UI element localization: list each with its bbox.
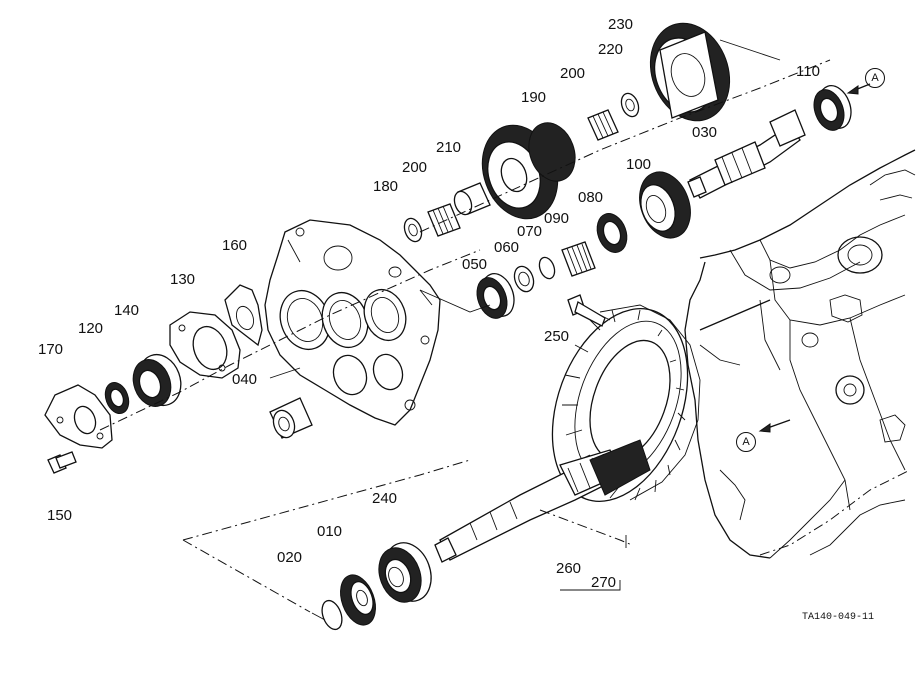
leader-case-link [699,299,771,331]
collar-180 [403,217,423,243]
flange-130 [169,311,241,379]
label-060: 060 [494,239,520,256]
needle-bearing-200-lower [427,203,461,237]
axis-line-left [99,249,481,431]
gasket-160 [224,284,263,347]
bearing-240 [378,542,432,603]
label-110: 110 [796,63,820,80]
label-190: 190 [521,89,547,106]
label-250: 250 [544,328,570,345]
label-030: 030 [692,124,718,141]
leader-050 [419,289,491,313]
label-120: 120 [78,320,104,337]
leader-040 [269,367,301,379]
bolt-150 [47,451,77,474]
needle-bearing-090 [561,241,596,277]
label-090: 090 [544,210,570,227]
cover-plate-170 [44,384,113,449]
label-150: 150 [47,507,73,524]
bearing-110 [813,85,852,131]
assembly-line-bottom-left [182,539,311,613]
collar-060 [513,265,535,293]
assembly-line-bottom [182,459,471,541]
label-100: 100 [626,156,652,173]
sleeve-040 [269,397,313,439]
gear-080 [596,213,628,253]
gear-100 [639,171,691,239]
section-marker-a-top: A [865,68,885,88]
small-gear-010 [340,574,376,626]
snap-ring-070 [538,256,556,280]
label-050: 050 [462,256,488,273]
label-040: 040 [232,371,258,388]
collar-220 [620,92,640,118]
label-010: 010 [317,523,343,540]
shaft-030 [687,109,806,199]
label-270: 270 [591,574,617,591]
bracket-270 [560,580,621,591]
needle-bearing-200-upper [587,109,619,141]
gear-cluster-190 [481,122,576,220]
snap-ring-020 [321,599,343,631]
leader-020 [311,612,326,621]
axis-line-top [419,59,831,233]
label-170: 170 [38,341,64,358]
label-160: 160 [222,237,248,254]
label-080: 080 [578,189,604,206]
label-240: 240 [372,490,398,507]
bearing-050 [476,273,515,319]
gear-230 [649,22,731,122]
label-180: 180 [373,178,399,195]
label-210: 210 [436,139,462,156]
transmission-case [684,149,916,559]
pinion-shaft [434,439,651,563]
label-230: 230 [608,16,634,33]
label-020: 020 [277,549,303,566]
seal-140 [132,353,182,407]
label-130: 130 [170,271,196,288]
label-200-upper: 200 [560,65,586,82]
label-140: 140 [114,302,140,319]
ring-120 [104,382,130,414]
bushing-210 [453,182,491,216]
case-plate [264,219,441,426]
leader-230 [719,39,781,61]
reference-code: TA140-049-11 [802,612,875,623]
bolt-250 [567,294,606,327]
section-marker-a-bottom: A [736,432,756,452]
label-200-lower: 200 [402,159,428,176]
label-260: 260 [556,560,582,577]
label-220: 220 [598,41,624,58]
label-070: 070 [517,223,543,240]
